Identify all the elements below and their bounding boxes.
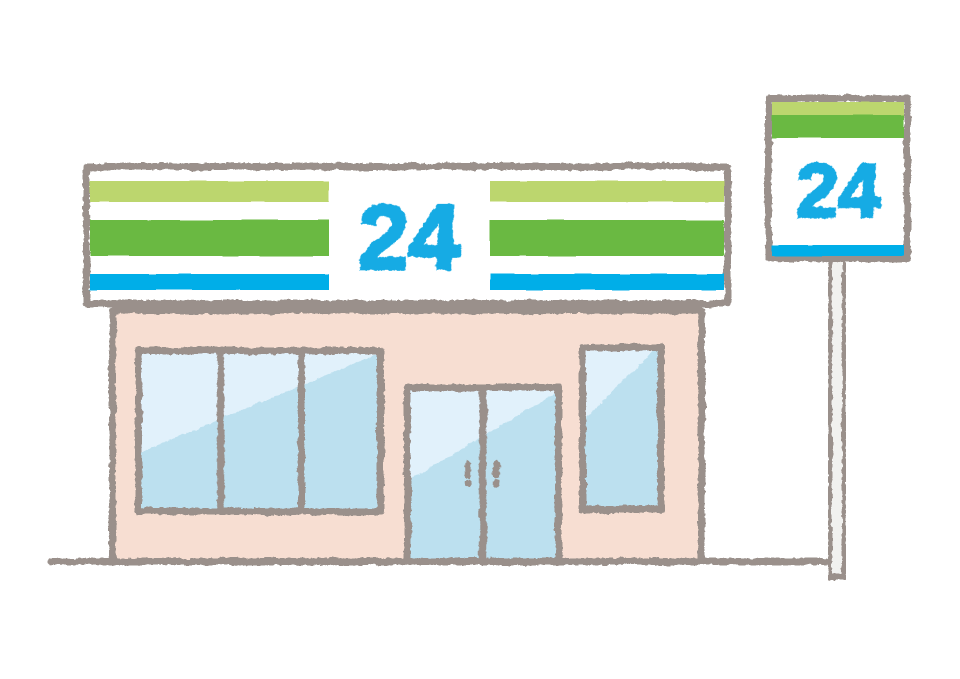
svg-text:24: 24 — [356, 186, 462, 289]
svg-text:24: 24 — [795, 149, 883, 234]
